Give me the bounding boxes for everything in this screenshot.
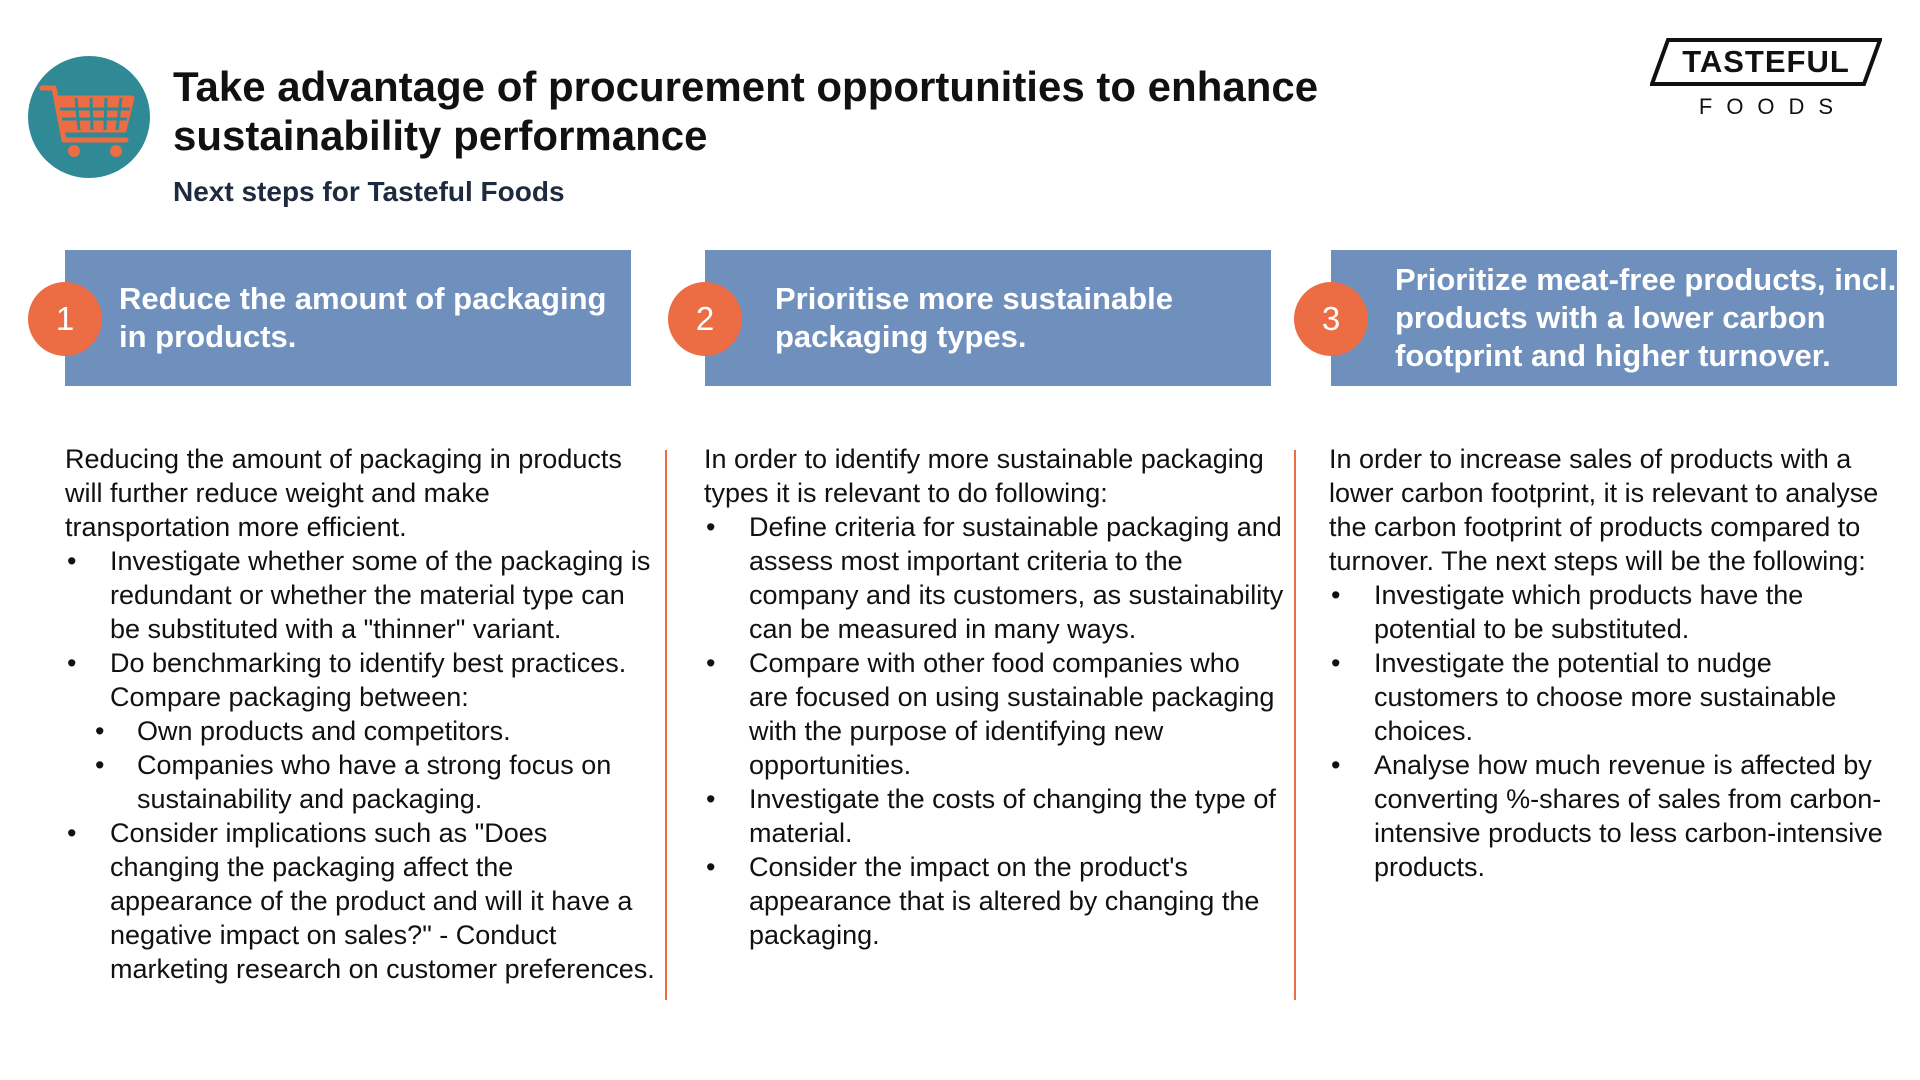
step-2-header-line-2: packaging types. (775, 319, 1027, 354)
shopping-cart-icon (39, 85, 135, 157)
step-2-header: Prioritise more sustainable packaging ty… (705, 250, 1271, 386)
company-logo: TASTEFUL FOODS (1650, 38, 1882, 124)
column-divider-2 (1294, 450, 1296, 1000)
cart-icon-badge (28, 56, 150, 178)
column-divider-1 (665, 450, 667, 1000)
list-item: Do benchmarking to identify best practic… (65, 646, 661, 714)
title-line-2: sustainability performance (173, 112, 708, 159)
title-line-1: Take advantage of procurement opportunit… (173, 63, 1319, 110)
list-item: Consider implications such as "Does chan… (65, 816, 661, 986)
step-1-body: Reducing the amount of packaging in prod… (65, 442, 661, 986)
logo-subtext: FOODS (1698, 94, 1848, 119)
step-3-header-line-3: footprint and higher turnover. (1395, 338, 1831, 373)
list-item: Investigate the potential to nudge custo… (1329, 646, 1889, 748)
list-item: Compare with other food companies who ar… (704, 646, 1284, 782)
page-subtitle: Next steps for Tasteful Foods (173, 176, 565, 207)
step-3-header: Prioritize meat-free products, incl. pro… (1331, 250, 1897, 386)
step-1-header-line-2: in products. (119, 319, 297, 354)
step-2-header-line-1: Prioritise more sustainable (775, 281, 1173, 316)
step-1-bullet-list: Investigate whether some of the packagin… (65, 544, 661, 714)
step-2-intro: In order to identify more sustainable pa… (704, 444, 1264, 508)
step-1-bullet-list-cont: Consider implications such as "Does chan… (65, 816, 661, 986)
logo-word: TASTEFUL (1682, 44, 1850, 79)
step-1-header: Reduce the amount of packaging in produc… (65, 250, 631, 386)
logo-frame: TASTEFUL (1650, 38, 1882, 86)
step-3-header-line-1: Prioritize meat-free products, incl. (1395, 262, 1897, 297)
list-item-text: Do benchmarking to identify best practic… (110, 648, 627, 712)
step-2-number: 2 (668, 282, 742, 356)
step-2-body: In order to identify more sustainable pa… (704, 442, 1284, 952)
logo-parallelogram-icon (1650, 38, 1882, 86)
step-3-bullet-list: Investigate which products have the pote… (1329, 578, 1889, 884)
step-3-header-line-2: products with a lower carbon (1395, 300, 1826, 335)
sub-list-item: Companies who have a strong focus on sus… (65, 748, 661, 816)
step-3-body: In order to increase sales of products w… (1329, 442, 1889, 884)
list-item: Analyse how much revenue is affected by … (1329, 748, 1889, 884)
list-item: Investigate which products have the pote… (1329, 578, 1889, 646)
step-3-intro: In order to increase sales of products w… (1329, 444, 1879, 576)
sub-list-item: Own products and competitors. (65, 714, 661, 748)
step-1-number: 1 (28, 282, 102, 356)
step-1-intro: Reducing the amount of packaging in prod… (65, 444, 622, 542)
list-item: Define criteria for sustainable packagin… (704, 510, 1284, 646)
step-1-header-line-1: Reduce the amount of packaging (119, 281, 607, 316)
step-1-sub-bullet-list: Own products and competitors. Companies … (65, 714, 661, 816)
list-item: Investigate whether some of the packagin… (65, 544, 661, 646)
list-item: Investigate the costs of changing the ty… (704, 782, 1284, 850)
list-item: Consider the impact on the product's app… (704, 850, 1284, 952)
page-title: Take advantage of procurement opportunit… (173, 62, 1473, 160)
step-3-number: 3 (1294, 282, 1368, 356)
step-2-bullet-list: Define criteria for sustainable packagin… (704, 510, 1284, 952)
